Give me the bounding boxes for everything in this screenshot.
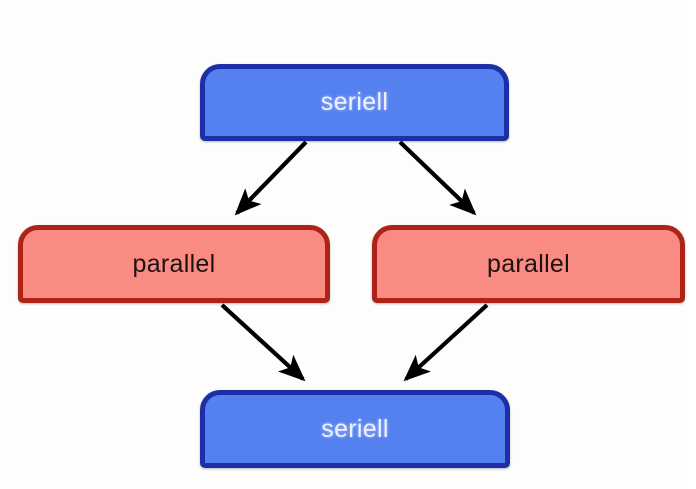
edge-left-to-bottom — [220, 303, 306, 382]
node-label: parallel — [132, 249, 216, 278]
node-seriell-bottom[interactable]: seriell — [200, 390, 510, 468]
node-parallel-right[interactable]: parallel — [372, 225, 685, 303]
node-label: seriell — [320, 88, 389, 116]
node-seriell-top[interactable]: seriell — [200, 64, 509, 141]
edge-top-to-right — [398, 140, 477, 216]
edge-right-to-bottom — [403, 303, 489, 382]
edge-top-to-left — [234, 140, 308, 216]
node-label: parallel — [486, 249, 570, 278]
node-label: seriell — [321, 414, 389, 443]
canvas-right-edge-strip — [687, 0, 696, 489]
node-parallel-left[interactable]: parallel — [18, 225, 330, 303]
